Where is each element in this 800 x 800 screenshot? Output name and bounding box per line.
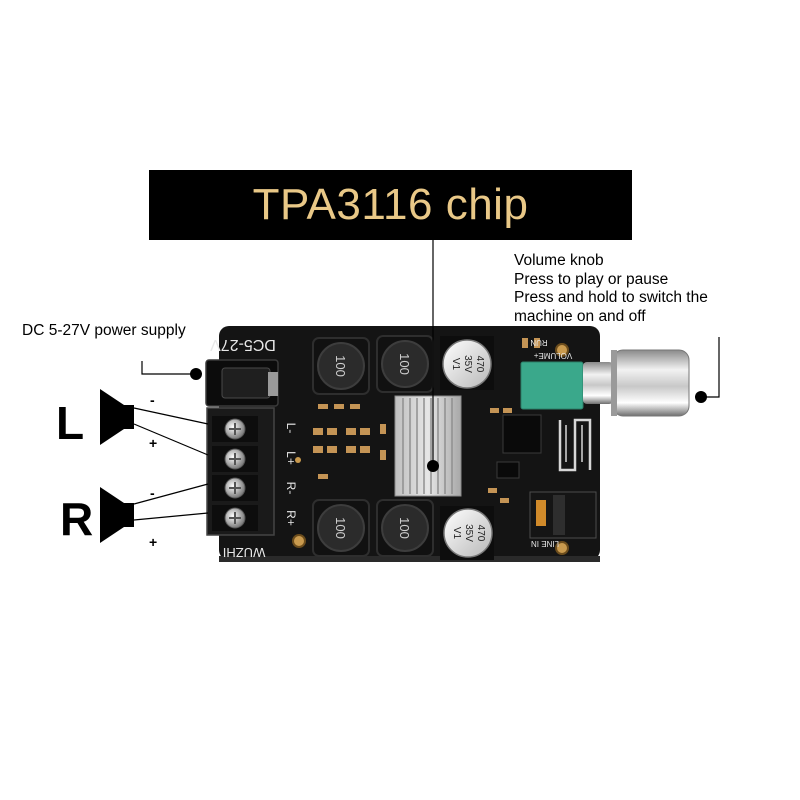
- inductor-value-2: 100: [397, 353, 412, 375]
- left-plus-label: +: [149, 435, 158, 451]
- board-volume-label: VOLUME+: [533, 351, 572, 360]
- capacitor-bottom: [440, 506, 494, 560]
- small-ic: [496, 461, 520, 479]
- heatsink: [394, 395, 462, 497]
- inductor-value-4: 100: [397, 517, 412, 539]
- volume-knob-base: [520, 361, 584, 410]
- board-power-label: DC5-27V: [210, 336, 276, 353]
- left-channel-label: L: [56, 397, 85, 449]
- left-speaker-icon: [100, 389, 134, 445]
- knob-callout-line-2: Press to play or pause: [514, 270, 669, 288]
- bluetooth-chip: [502, 414, 542, 454]
- cap-top-series: V1: [450, 358, 461, 371]
- mounting-hole-bottom-right: [555, 541, 569, 555]
- knob-callout-line-4: machine on and off: [514, 307, 646, 325]
- dc-jack-bore: [221, 367, 271, 399]
- cap-top-value: 470: [474, 356, 485, 373]
- inductors: [312, 335, 434, 557]
- inductor-value-3: 100: [333, 517, 348, 539]
- right-channel-label: R: [60, 493, 94, 545]
- antenna-trace: [558, 418, 592, 472]
- power-callout-dot: [190, 368, 202, 380]
- capacitor-top: [440, 336, 494, 390]
- right-plus-label: +: [149, 534, 158, 550]
- board-run-label: RUN: [530, 338, 548, 347]
- knob-callout-dot: [695, 391, 707, 403]
- knob-callout-line-3: Press and hold to switch the: [514, 289, 708, 306]
- chip-callout-dot: [427, 460, 439, 472]
- volume-knob-shaft: [583, 362, 613, 404]
- cap-top-voltage: 35V: [462, 355, 473, 373]
- knob-callout-line-1: Volume knob: [514, 252, 604, 269]
- chip-title-banner: TPA3116 chip: [149, 170, 632, 240]
- chip-title: TPA3116 chip: [252, 180, 529, 229]
- pcb-bottom-edge: [219, 556, 600, 562]
- volume-knob-cap: [612, 349, 690, 417]
- inductor-value-1: 100: [333, 355, 348, 377]
- speaker-wires: [133, 407, 209, 521]
- power-supply-callout: DC 5-27V power supply: [22, 322, 186, 339]
- terminal-label-l-plus: L+: [284, 451, 298, 465]
- board-line-in-label: LINE IN: [531, 539, 559, 548]
- dc-jack-pin: [268, 372, 278, 396]
- left-minus-label: -: [150, 392, 155, 408]
- mounting-hole-mid-left: [295, 457, 301, 463]
- terminal-label-r-plus: R+: [284, 510, 298, 526]
- terminal-label-l-minus: L-: [284, 423, 298, 434]
- cap-bottom-voltage: 35V: [463, 524, 474, 542]
- mounting-hole-top-left: [555, 343, 569, 357]
- cap-bottom-series: V1: [451, 527, 462, 540]
- cap-bottom-value: 470: [475, 525, 486, 542]
- terminal-label-r-minus: R-: [284, 482, 298, 495]
- right-speaker-icon: [100, 487, 134, 543]
- volume-knob-callout: Volume knob Press to play or pause Press…: [514, 252, 708, 326]
- terminal-screws: [212, 416, 258, 531]
- smd-components: [313, 338, 540, 503]
- board-brand-label: WUZHI: [223, 545, 266, 560]
- mounting-hole-bottom-left: [292, 534, 306, 548]
- right-minus-label: -: [150, 485, 155, 501]
